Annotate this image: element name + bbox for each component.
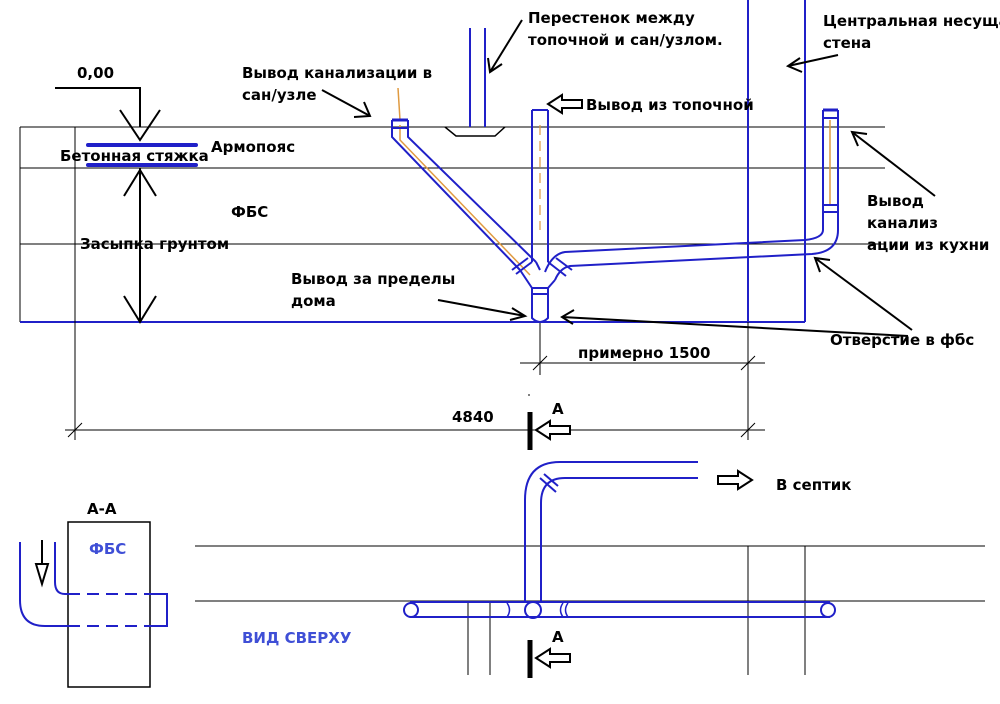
- pipe-joint: [559, 602, 569, 618]
- fitting: [511, 257, 529, 271]
- label-line: Вывод: [867, 192, 924, 210]
- pipe-end-left: [403, 602, 419, 618]
- label-line: сан/узле: [242, 86, 317, 104]
- dim-tick: [740, 422, 756, 438]
- kitchen-outlet-label: Вывод канализ ации из кухни: [867, 192, 989, 254]
- top-view: [195, 461, 985, 678]
- pipe-axis: [399, 125, 531, 276]
- septic-joint: [539, 477, 557, 493]
- label-line: стена: [823, 34, 871, 52]
- approx-dimension: примерно 1500: [578, 344, 710, 362]
- leader-outside: [437, 299, 526, 317]
- section-fbs-block: [67, 521, 151, 688]
- section-mark-bottom: А: [552, 628, 564, 646]
- bathroom-outlet-label: Вывод канализации в: [242, 64, 432, 82]
- pipe-riser: [524, 601, 542, 619]
- section-pipe-inner: [54, 542, 68, 595]
- section-pipe-outer: [19, 542, 68, 627]
- tee-joint: [519, 261, 556, 289]
- kitchen-horizontal-bottom: [554, 229, 839, 281]
- section-arrow-bottom: [535, 648, 571, 668]
- partition-footing: [444, 126, 506, 137]
- leader-hole-1: [814, 257, 913, 331]
- top-view-label: ВИД СВЕРХУ: [242, 629, 352, 647]
- leader-head: [813, 256, 831, 273]
- zero-mark-label: 0,00: [77, 64, 114, 82]
- outlet-outside-label: Вывод за пределы дома: [291, 270, 455, 310]
- label-line: Центральная несущая: [823, 12, 1000, 30]
- leader-central-wall: [787, 54, 839, 67]
- section-a-a: [19, 521, 168, 688]
- total-dimension: 4840: [452, 408, 494, 426]
- outlet-stub: [531, 288, 549, 323]
- fbs-label: ФБС: [231, 203, 268, 221]
- label-line: ации из кухни: [867, 236, 989, 254]
- fbs-hole-label: Отверстие в фбс: [830, 331, 974, 349]
- bathroom-pipe-inner: [407, 120, 537, 263]
- dim-tick: [67, 422, 83, 438]
- septic-pipe-inner: [540, 477, 698, 603]
- bathroom-pipe-outer: [391, 120, 521, 271]
- armopoyas-label: Армопояс: [211, 138, 295, 156]
- leader-head: [785, 57, 803, 73]
- pipe-end-right: [820, 602, 836, 618]
- central-wall-label: Центральная несущая стена: [823, 12, 1000, 52]
- leader-head: [353, 101, 372, 118]
- dim-tick: [740, 355, 756, 371]
- label-line: топочной и сан/узлом.: [528, 31, 723, 49]
- level-leader: [55, 87, 141, 127]
- arrow-boiler: [547, 94, 583, 114]
- pipe-joint: [506, 602, 511, 618]
- fitting: [555, 257, 573, 271]
- backfill-label: Засыпка грунтом: [80, 235, 229, 253]
- level-arrow: [119, 109, 161, 142]
- septic-joint: [543, 473, 559, 487]
- arrow-septic: [717, 470, 753, 490]
- leader-head: [509, 307, 528, 321]
- labels: 0,00 Вывод канализации в сан/узле Перест…: [60, 9, 1000, 647]
- leader-head: [560, 309, 575, 325]
- section-flow-arrow-head: [34, 563, 50, 588]
- partition-label: Перестенок между топочной и сан/узлом.: [528, 9, 723, 49]
- dim-tick: [532, 355, 548, 371]
- leader-head: [487, 57, 503, 74]
- height-arrow-down: [123, 295, 157, 324]
- concrete-screed-label: Бетонная стяжка: [60, 147, 209, 165]
- bathroom-outlet-label: Вывод канализации в сан/узле: [242, 64, 437, 104]
- septic-pipe-outer: [524, 461, 698, 603]
- section-title: А-А: [87, 500, 117, 518]
- section-fbs-label: ФБС: [89, 540, 126, 558]
- elevation-view: [19, 0, 936, 450]
- sewer-pipes: [391, 87, 839, 323]
- leader-bathroom: [321, 89, 371, 117]
- boiler-outlet-label: Вывод из топочной: [586, 96, 754, 114]
- label-line: Вывод за пределы: [291, 270, 455, 288]
- fitting: [547, 261, 567, 277]
- fitting: [515, 261, 533, 275]
- leader-head: [850, 130, 868, 147]
- to-septic-label: В септик: [776, 476, 851, 494]
- label-line: дома: [291, 292, 336, 310]
- leader-partition: [489, 19, 523, 73]
- section-arrow-top: [535, 420, 571, 440]
- section-mark-top: А: [552, 400, 564, 418]
- label-line: канализ: [867, 214, 938, 232]
- height-arrow-up: [123, 168, 157, 197]
- pipe-axis: [397, 87, 401, 121]
- leader-kitchen: [851, 131, 936, 197]
- section-pipe-end: [150, 593, 168, 627]
- label-line: Перестенок между: [528, 9, 695, 27]
- leader-hole-2: [561, 316, 909, 337]
